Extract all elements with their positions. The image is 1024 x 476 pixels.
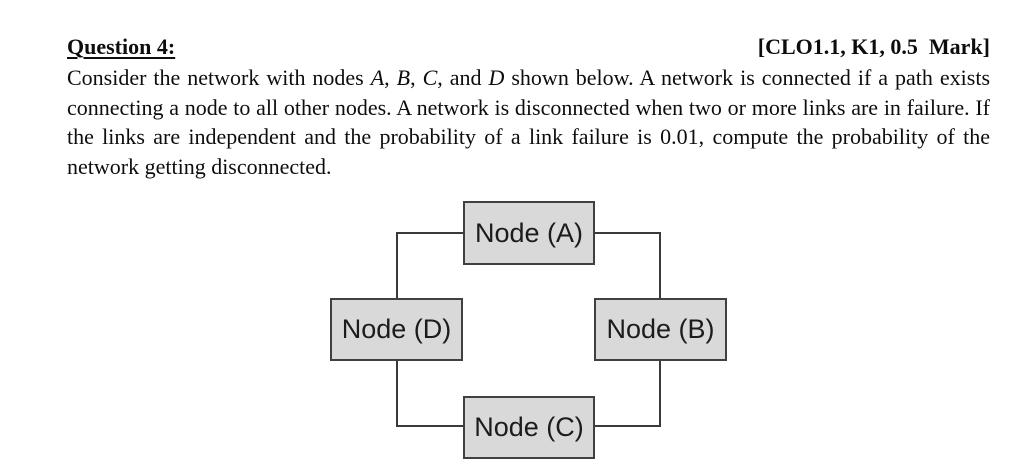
question-title: Question 4: — [67, 34, 176, 59]
node-label-c: Node (C) — [474, 412, 584, 442]
link-a-b-horizontal — [595, 232, 661, 234]
node-label-d: Node (D) — [341, 314, 452, 344]
question-body: Consider the network with nodes A, B, C,… — [67, 65, 991, 179]
node-box-b: Node (B) — [594, 298, 727, 361]
link-a-d-vertical — [396, 232, 398, 298]
node-label-b: Node (B) — [606, 314, 715, 344]
node-box-a: Node (A) — [463, 201, 595, 265]
link-b-c-vertical — [659, 361, 661, 427]
mark-allocation: [CLO1.1, K1, 0.5 Mark] — [757, 34, 990, 59]
link-b-c-horizontal — [595, 425, 661, 427]
link-d-c-vertical — [396, 361, 398, 427]
node-box-d: Node (D) — [330, 298, 463, 361]
link-a-d-horizontal — [396, 232, 463, 234]
question-header-row: Question 4: [CLO1.1, K1, 0.5 Mark] — [67, 33, 990, 61]
link-a-b-vertical — [659, 232, 661, 298]
link-d-c-horizontal — [396, 425, 463, 427]
node-label-a: Node (A) — [474, 217, 584, 248]
question-block: Question 4: [CLO1.1, K1, 0.5 Mark] Consi… — [67, 33, 990, 181]
node-box-c: Node (C) — [463, 396, 595, 459]
